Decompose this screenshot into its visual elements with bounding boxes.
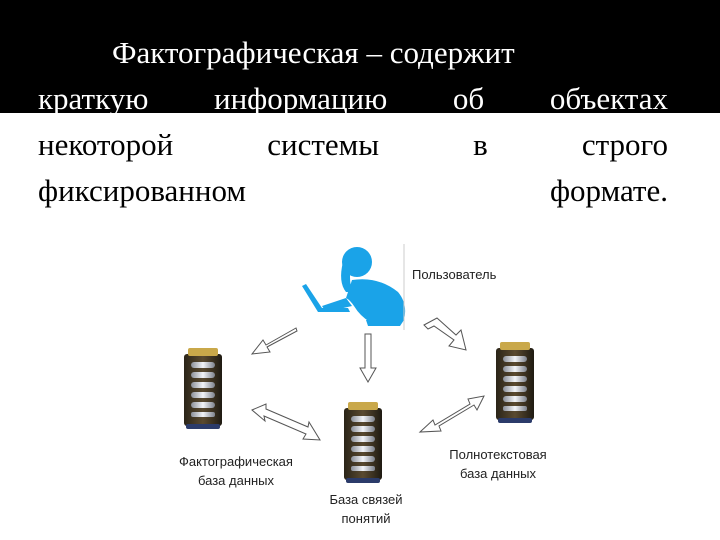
word: в [473,127,488,162]
word: информацию [213,81,388,116]
fulltext-db-label-2: база данных [460,466,537,481]
arrow-user-fulltext [423,317,467,351]
user-icon [302,244,406,330]
user-label: Пользователь [412,267,497,282]
fulltext-db-icon [496,342,534,423]
links-db-label-2: понятий [342,511,391,526]
fulltext-db-label-1: Полнотекстовая [449,447,546,462]
word: об [452,81,485,116]
definition-line-1: Фактографическая – содержит [38,30,668,76]
word: – [366,35,382,70]
word: Фактографическая [112,35,359,70]
definition-text: Фактографическая – содержит краткую инфо… [38,30,668,214]
word: краткую [38,81,149,116]
arrow-user-to-links [359,333,377,384]
arrow-user-to-factographic [250,327,298,355]
links-db-label-1: База связей [329,492,402,507]
word: объектах [549,81,668,116]
header-band [0,0,720,113]
factographic-db-icon [184,348,222,429]
arrow-links-fulltext [418,395,485,433]
word: фиксированном [38,173,247,208]
arrow-factographic-links [251,403,321,441]
word: формате. [549,173,668,208]
factographic-db-label-2: база данных [198,473,275,488]
word: строго [581,127,668,162]
factographic-db-label-1: Фактографическая [179,454,293,469]
word: содержит [389,35,515,70]
definition-line-2: краткую информацию об объектах [38,76,668,122]
links-db-icon [344,402,382,483]
word: некоторой [38,127,174,162]
definition-line-3: некоторой системы в строго [38,122,668,168]
word: системы [267,127,380,162]
definition-line-4: фиксированном формате. [38,168,668,214]
